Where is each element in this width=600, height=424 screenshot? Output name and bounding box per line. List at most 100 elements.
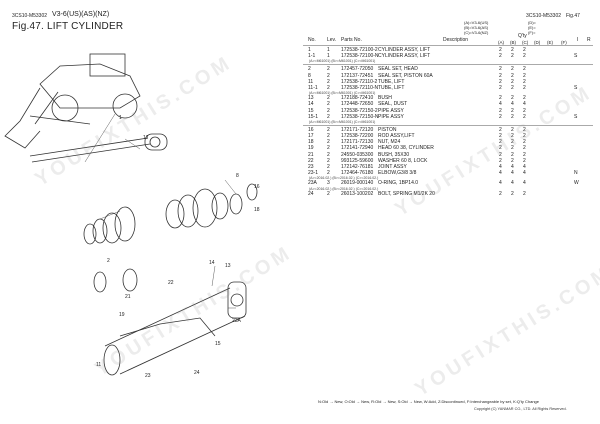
cell-part: 172457-72050 (341, 66, 374, 73)
header-divider (303, 44, 593, 47)
loader-illustration (4, 53, 141, 149)
row-serial-note: (A>=M61001) (B>=M61001) (C>=M61001) (303, 91, 593, 95)
cell-desc: O-RING, 1BP14.0 (378, 180, 419, 187)
cell-no: 17 (308, 133, 314, 140)
cell-qty-c: 2 (523, 66, 526, 73)
cell-qty-a: 2 (499, 113, 502, 120)
cell-qty-a: 4 (499, 170, 502, 177)
cell-qty-a: 2 (499, 95, 502, 102)
cell-part: 172538-72150-2 (341, 107, 378, 114)
cell-part: 172538-72200 (341, 133, 374, 140)
cell-qty-b: 4 (511, 101, 514, 108)
cell-part: 172142-76181 (341, 164, 374, 170)
cell-part: 172141-72940 (341, 145, 374, 152)
cell-lev: 2 (327, 84, 330, 91)
col-qty-b: (B) (510, 40, 516, 45)
cell-no: 23 (308, 164, 314, 170)
cell-qty-a: 2 (499, 145, 502, 152)
cell-lev: 2 (327, 113, 330, 120)
cell-qty-c: 2 (523, 151, 526, 158)
cell-qty-b: 2 (511, 78, 514, 85)
parts-table: No. Lev. Parts No. Description Q'ty (A) … (303, 33, 593, 197)
col-part: Parts No. (341, 37, 362, 43)
cell-lev: 2 (327, 95, 330, 102)
callout-17: 17 (143, 135, 149, 141)
cell-qty-b: 2 (511, 126, 514, 133)
callout-23: 23 (145, 373, 151, 379)
callout-22: 22 (168, 280, 174, 286)
col-desc: Description (443, 37, 469, 43)
callout-23a: 23A (232, 318, 242, 324)
cell-desc: CYLINDER ASSY, LIFT (378, 47, 431, 53)
cell-qty-b: 2 (511, 72, 514, 79)
cell-desc: BOLT, SPRING M1/2K 20 (378, 190, 435, 197)
cell-lev: 2 (327, 133, 330, 140)
cell-no: 24 (308, 190, 314, 197)
cell-remark: S (574, 113, 578, 120)
cell-lev: 2 (327, 126, 330, 133)
serial-note-text: (A>=M61001) (B>=M61001) (C>=M61001) (309, 59, 376, 64)
change-legend: N:Old → New, O:Old → New, R:Old → New, S… (318, 399, 540, 404)
serial-note-text: (A>=2016.02.) (B>=2016.02.) (C>=2016.02.… (309, 176, 379, 181)
col-lev: Lev. (327, 37, 337, 43)
cell-no: 2 (308, 66, 311, 73)
cell-lev: 2 (327, 101, 330, 108)
cell-part: 26019-000140 (341, 180, 374, 187)
cell-desc: PISTON (378, 126, 397, 133)
cell-qty-b: 2 (511, 53, 514, 60)
row-divider (303, 63, 593, 66)
pipe-assembly (119, 317, 216, 337)
cell-qty-a: 2 (499, 78, 502, 85)
cell-desc: SEAL, DUST (378, 101, 408, 108)
cell-desc: TUBE, LIFT (378, 84, 405, 91)
cell-qty-c: 2 (523, 72, 526, 79)
cell-lev: 2 (327, 107, 330, 114)
cell-qty-b: 2 (511, 151, 514, 158)
document-code: 3CS10-M53302 (12, 13, 48, 19)
cell-no: 13 (308, 95, 314, 102)
cell-qty-c: 2 (523, 113, 526, 120)
cell-remark: W (574, 180, 579, 187)
callout-1: 1 (119, 115, 122, 121)
callout-16: 16 (254, 184, 260, 190)
cell-qty-a: 4 (499, 180, 502, 187)
table-header: No. Lev. Parts No. Description Q'ty (A) … (303, 33, 593, 45)
cell-lev: 2 (327, 66, 330, 73)
cell-desc: WASHER 60 8, LOCK (378, 157, 428, 164)
cell-qty-b: 2 (511, 47, 514, 53)
cell-no: 16 (308, 126, 314, 133)
cell-desc: CYLINDER ASSY, LIFT (378, 53, 431, 60)
cell-qty-b: 2 (511, 139, 514, 146)
callout-24: 24 (194, 370, 200, 376)
cell-qty-c: 2 (523, 133, 526, 140)
figure-number-right: Fig.47 (566, 13, 580, 19)
cell-lev: 2 (327, 139, 330, 146)
cell-desc: SEAL SET, PISTON 60A (378, 72, 433, 79)
cell-qty-b: 2 (511, 95, 514, 102)
callout-11: 11 (96, 362, 101, 368)
cell-no: 14 (308, 101, 314, 108)
cell-qty-a: 2 (499, 53, 502, 60)
cell-lev: 2 (327, 170, 330, 177)
cell-no: 15-1 (308, 113, 319, 120)
cell-qty-a: 4 (499, 164, 502, 170)
col-qty-a: (A) (498, 40, 504, 45)
cell-part: 172137-72451 (341, 72, 374, 79)
cell-qty-b: 2 (511, 84, 514, 91)
cell-part: 993125-59600 (341, 157, 374, 164)
cell-qty-c: 2 (523, 53, 526, 60)
cell-desc: PIPE ASSY (378, 113, 404, 120)
cell-no: 21 (308, 151, 314, 158)
cell-lev: 2 (327, 78, 330, 85)
cell-qty-c: 2 (523, 47, 526, 53)
cell-qty-a: 2 (499, 133, 502, 140)
copyright: Copyright (C) YANMAR CO., LTD. All Right… (474, 407, 567, 411)
legend-e: (E)= (528, 25, 536, 30)
cell-part: 172538-72100-2 (341, 47, 378, 53)
callout-15: 15 (215, 341, 221, 347)
